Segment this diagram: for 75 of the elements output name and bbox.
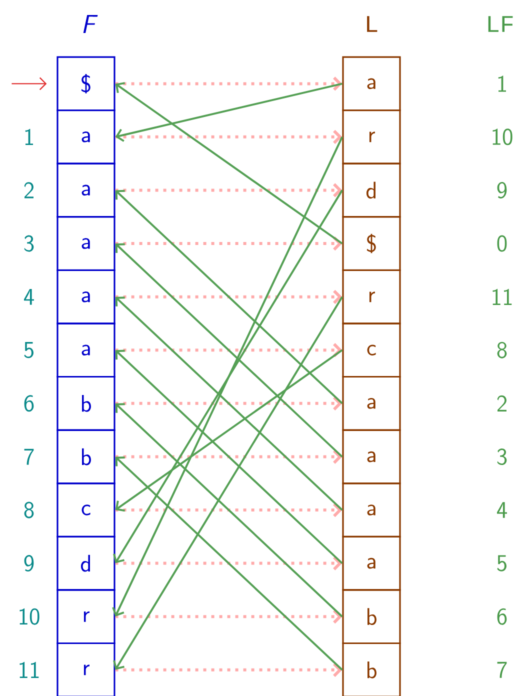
table-cell: a — [342, 56, 401, 112]
row-number: 7 — [24, 448, 34, 465]
table-cell: c — [56, 482, 116, 538]
row-number: 6 — [24, 395, 34, 412]
lf-value: 6 — [497, 608, 507, 625]
dotted-arrow — [115, 343, 342, 358]
arrow — [115, 350, 343, 564]
table-cell: c — [342, 322, 401, 378]
pointer-arrow — [12, 77, 47, 90]
lf-value: 2 — [497, 395, 506, 412]
table-cell: a — [342, 536, 401, 591]
arrow — [112, 136, 344, 617]
row-number: 10 — [20, 608, 40, 625]
arrow — [115, 190, 343, 404]
arrow — [113, 296, 344, 670]
lf-value: 5 — [497, 555, 506, 572]
table-cell: a — [56, 322, 116, 378]
lf-value: 11 — [492, 288, 512, 305]
lf-value: 1 — [498, 76, 506, 92]
table-cell: d — [56, 536, 116, 591]
arrow — [115, 296, 343, 511]
table-cell: $ — [342, 216, 401, 271]
row-number: 9 — [24, 555, 34, 572]
table-cell: a — [56, 109, 116, 164]
arrow — [115, 82, 342, 142]
arrow — [113, 190, 344, 564]
row-number: 1 — [25, 128, 33, 145]
table-cell: r — [342, 269, 401, 324]
row-number: 8 — [24, 502, 34, 518]
table-cell: d — [342, 162, 401, 218]
table-cell: a — [56, 162, 116, 218]
table-cell: b — [56, 376, 116, 431]
table-cell: $ — [56, 56, 116, 112]
lf-value: 9 — [497, 182, 507, 198]
row-number: 3 — [24, 235, 34, 252]
table-cell: b — [342, 589, 401, 644]
table-cell: a — [56, 216, 116, 271]
column-header: LF — [488, 16, 513, 32]
arrow — [115, 456, 343, 671]
table-cell: b — [56, 429, 116, 484]
dotted-arrow — [115, 610, 342, 624]
lf-value: 3 — [497, 448, 507, 466]
table-cell: a — [342, 376, 401, 431]
table-cell: r — [342, 109, 401, 164]
lf-value: 4 — [496, 502, 507, 518]
row-number: 2 — [24, 182, 34, 198]
column-header: F — [83, 15, 98, 33]
dotted-arrow — [115, 130, 342, 144]
arrow — [115, 243, 343, 458]
arrow — [115, 349, 343, 512]
lf-value: 0 — [497, 235, 507, 252]
dotted-arrow — [115, 502, 342, 518]
column-header: L — [367, 16, 378, 32]
arrow — [115, 82, 343, 244]
dotted-arrow — [115, 396, 342, 410]
dotted-arrow — [115, 662, 342, 677]
table-cell: b — [342, 642, 401, 696]
row-number: 11 — [20, 662, 39, 678]
row-number: 5 — [24, 342, 34, 358]
table-cell: a — [342, 482, 401, 538]
table-cell: r — [56, 589, 116, 644]
table-cell: r — [56, 642, 116, 696]
dotted-arrow — [115, 76, 342, 91]
lf-value: 7 — [497, 662, 507, 678]
dotted-arrow — [115, 236, 342, 251]
dotted-arrow — [115, 183, 342, 198]
row-number: 4 — [24, 289, 34, 305]
arrow — [115, 403, 343, 618]
dotted-arrow — [115, 450, 342, 464]
dotted-arrow — [115, 290, 342, 304]
dotted-arrow — [115, 556, 342, 570]
table-cell: a — [342, 429, 401, 484]
table-cell: a — [56, 269, 116, 324]
lf-value: 8 — [497, 342, 507, 358]
lf-value: 10 — [492, 128, 512, 146]
